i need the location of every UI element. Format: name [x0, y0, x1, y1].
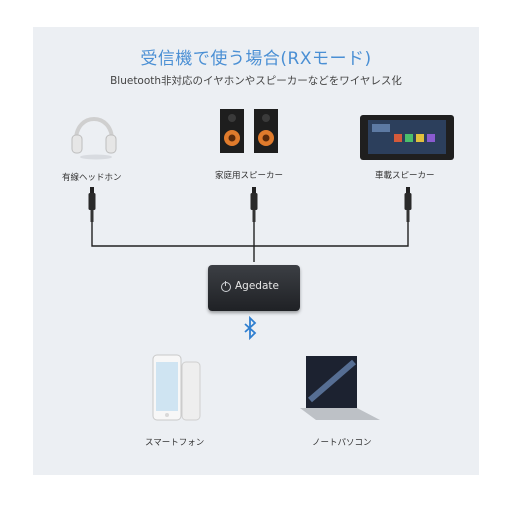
audio-plug-left: [88, 187, 96, 222]
audio-plug-center: [250, 187, 258, 222]
device-label-smartphone: スマートフォン: [145, 438, 205, 448]
receiver-brand: Agedate: [235, 280, 279, 292]
bluetooth-icon: [244, 315, 257, 341]
car-stereo-icon: [360, 115, 454, 160]
device-label-laptop: ノートパソコン: [312, 438, 372, 448]
audio-plug-right: [404, 187, 412, 222]
source-label-headphones: 有線ヘッドホン: [62, 173, 122, 183]
power-icon: [221, 281, 231, 292]
headphones-icon: [71, 117, 117, 160]
source-label-speakers: 家庭用スピーカー: [215, 171, 284, 181]
speakers-icon: [220, 109, 278, 153]
laptop-icon: [300, 356, 380, 420]
smartphone-icon: [152, 354, 201, 421]
audio-cables: [91, 222, 409, 262]
diagram-subtitle: Bluetooth非対応のイヤホンやスピーカーなどをワイヤレス化: [110, 75, 402, 87]
diagram-panel: [33, 27, 479, 475]
diagram-title: 受信機で使う場合(RXモード): [140, 49, 372, 69]
bluetooth-receiver: Agedate: [208, 265, 300, 311]
source-label-car: 車載スピーカー: [375, 171, 435, 181]
